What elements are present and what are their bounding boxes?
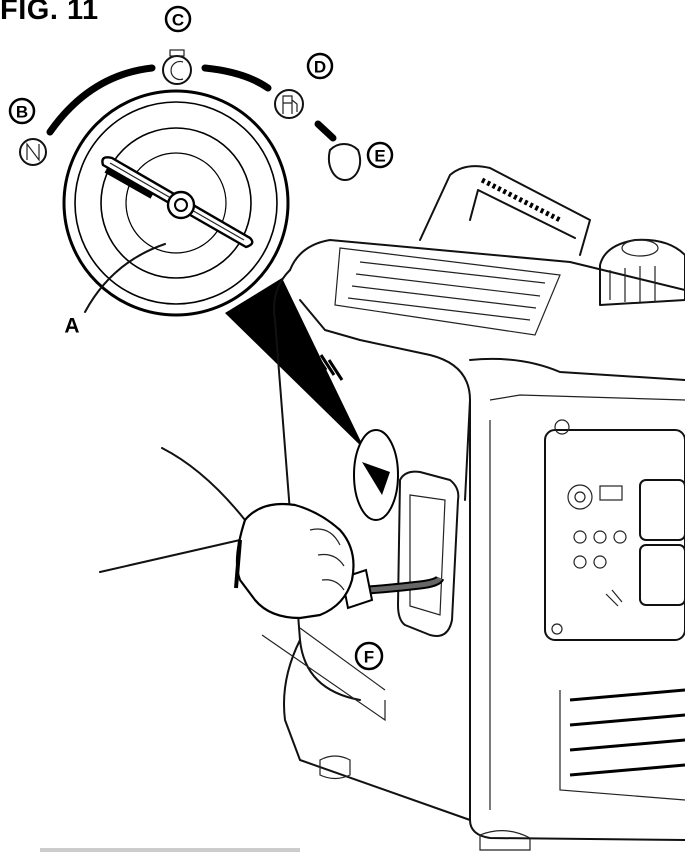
svg-text:E: E: [374, 147, 385, 166]
svg-text:C: C: [172, 11, 184, 30]
callout-b: B: [8, 97, 36, 125]
callout-a: A: [64, 243, 166, 338]
figure-title: FIG. 11: [0, 0, 99, 26]
hand-pulling-cord: [99, 447, 445, 620]
svg-text:A: A: [64, 315, 79, 338]
generator-body: [273, 165, 685, 851]
run-position-icon: [19, 138, 47, 166]
callout-c: C: [164, 5, 192, 33]
pull-direction-lines: [261, 627, 386, 722]
callout-e: E: [366, 141, 394, 169]
fuel-position-icon: [274, 89, 304, 119]
dial-magnified: [62, 89, 365, 450]
svg-text:B: B: [16, 103, 28, 122]
svg-text:D: D: [314, 58, 326, 77]
choke-position-icon: [162, 49, 192, 85]
svg-text:F: F: [364, 648, 374, 667]
callout-d: D: [306, 52, 334, 80]
stop-position-icon: [328, 143, 362, 181]
callout-f: F: [354, 641, 384, 671]
position-arc: [46, 64, 337, 142]
